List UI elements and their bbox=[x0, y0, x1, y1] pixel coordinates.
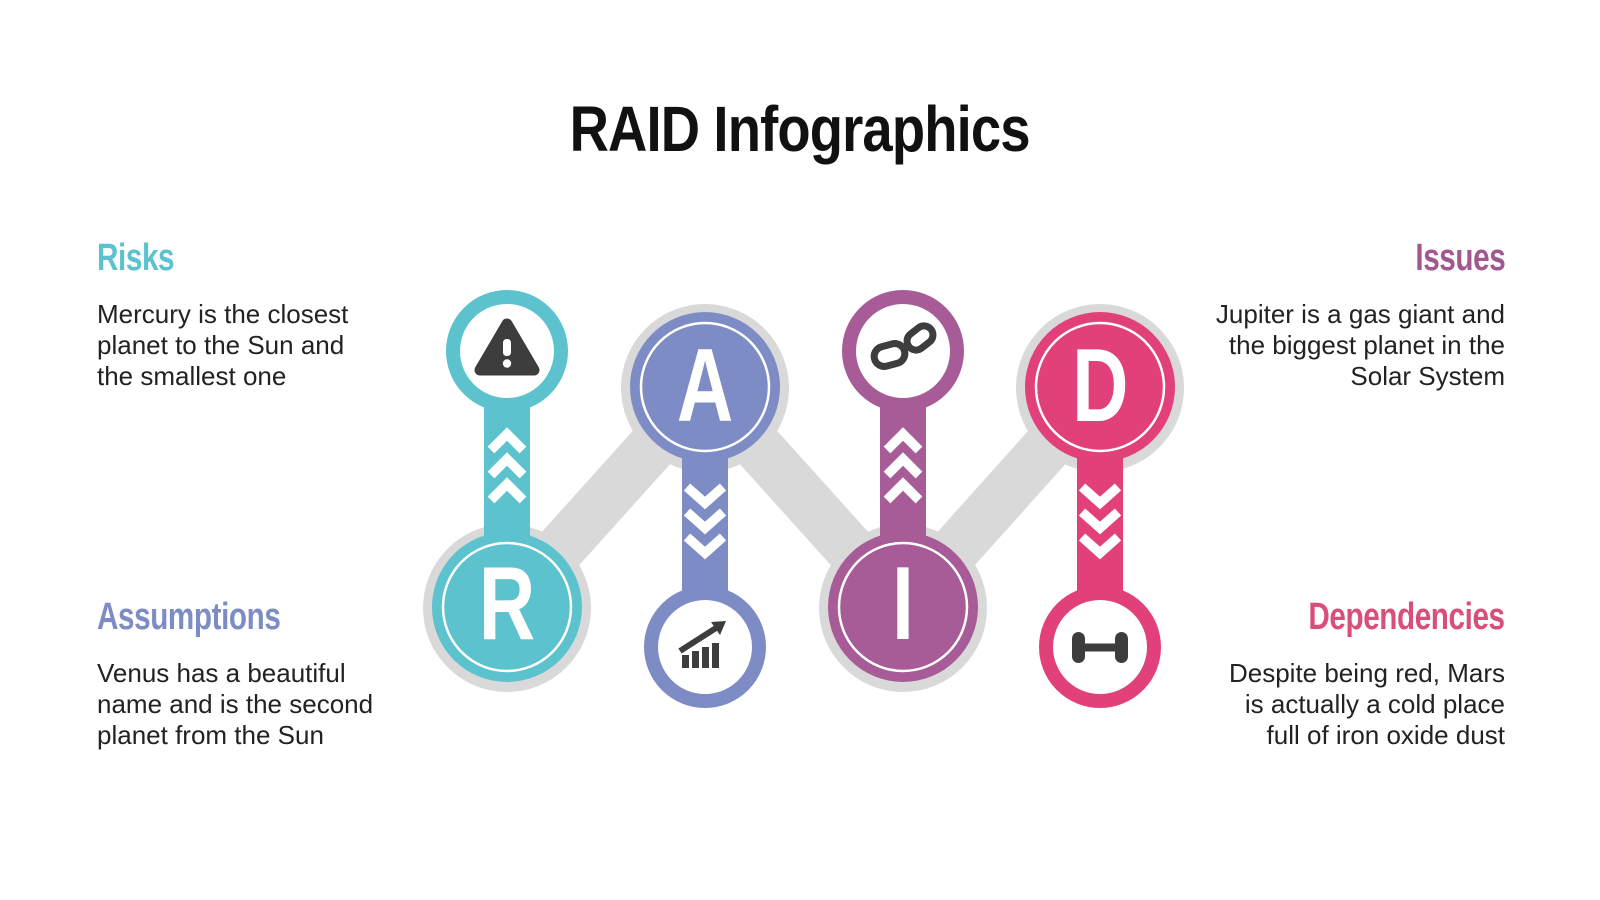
chevron bbox=[883, 477, 923, 504]
inner-ring bbox=[1034, 321, 1166, 453]
chevron bbox=[1078, 533, 1122, 560]
chevron bbox=[487, 452, 527, 479]
chevrons-down-icon bbox=[683, 483, 727, 560]
raid-column-d: D bbox=[1025, 312, 1175, 708]
letter-d: D bbox=[1072, 328, 1128, 443]
letter-r: R bbox=[479, 546, 535, 661]
chevron bbox=[487, 427, 527, 454]
arrow-line bbox=[678, 625, 718, 654]
section-issues: Issues Jupiter is a gas giant and the bi… bbox=[1105, 237, 1505, 392]
chevron bbox=[883, 427, 923, 454]
bar bbox=[692, 651, 699, 668]
chevrons-up-icon bbox=[883, 427, 923, 504]
issues-heading: Issues bbox=[1415, 237, 1505, 279]
chevron bbox=[487, 477, 527, 504]
section-assumptions: Assumptions Venus has a beautiful name a… bbox=[97, 596, 497, 751]
risks-line: Mercury is the closest bbox=[97, 299, 349, 329]
letter-circle bbox=[828, 532, 978, 682]
raid-column-r: R bbox=[432, 290, 582, 682]
dumbbell-weight-left bbox=[1072, 632, 1085, 663]
assumptions-line: Venus has a beautiful bbox=[97, 658, 346, 688]
letter-circle bbox=[630, 312, 780, 462]
dumbbell-icon bbox=[1072, 632, 1128, 663]
page-title-text: RAID Infographics bbox=[569, 93, 1031, 165]
chevron bbox=[683, 508, 727, 535]
dependencies-line: is actually a cold place bbox=[1244, 689, 1505, 719]
letter-a: A bbox=[677, 328, 733, 443]
dumbbell-bar bbox=[1079, 643, 1121, 652]
letter-circle bbox=[1025, 312, 1175, 462]
chevron bbox=[683, 533, 727, 560]
assumptions-line: planet from the Sun bbox=[97, 720, 324, 750]
growth-chart-icon bbox=[678, 621, 726, 668]
warning-triangle-icon bbox=[474, 318, 540, 376]
issues-body: Jupiter is a gas giant and the biggest p… bbox=[1105, 299, 1505, 392]
bar bbox=[682, 655, 689, 668]
letter-i: I bbox=[892, 546, 914, 661]
assumptions-line: name and is the second bbox=[97, 689, 374, 719]
raid-column-a: A bbox=[630, 312, 780, 708]
risks-heading: Risks bbox=[97, 237, 175, 279]
inner-ring bbox=[837, 541, 969, 673]
chevrons-up-icon bbox=[487, 427, 527, 504]
chain-link-right bbox=[903, 322, 937, 354]
risks-body: Mercury is the closest planet to the Sun… bbox=[97, 299, 497, 392]
bar bbox=[702, 647, 709, 668]
chevron bbox=[883, 452, 923, 479]
chevron bbox=[683, 483, 727, 510]
letter-circle bbox=[432, 532, 582, 682]
section-dependencies: Dependencies Despite being red, Mars is … bbox=[1105, 596, 1505, 751]
chain-link-left bbox=[870, 340, 909, 370]
assumptions-heading: Assumptions bbox=[97, 596, 281, 638]
dependencies-line: full of iron oxide dust bbox=[1266, 720, 1505, 750]
risks-line: planet to the Sun and bbox=[97, 330, 345, 360]
raid-column-i: I bbox=[828, 290, 978, 682]
assumptions-body: Venus has a beautiful name and is the se… bbox=[97, 658, 497, 751]
chevrons-down-icon bbox=[1078, 483, 1122, 560]
exclamation-dot bbox=[502, 359, 512, 368]
exclamation-bar bbox=[503, 339, 511, 356]
risks-line: the smallest one bbox=[97, 361, 287, 391]
chain-link-icon bbox=[870, 322, 937, 370]
issues-line: Jupiter is a gas giant and bbox=[1215, 299, 1505, 329]
page-title: RAID Infographics bbox=[0, 92, 1600, 166]
inner-ring bbox=[441, 541, 573, 673]
arrow-head bbox=[711, 621, 726, 635]
section-risks: Risks Mercury is the closest planet to t… bbox=[97, 237, 497, 392]
dependencies-heading: Dependencies bbox=[1308, 596, 1506, 638]
dependencies-body: Despite being red, Mars is actually a co… bbox=[1105, 658, 1505, 751]
issues-line: Solar System bbox=[1350, 361, 1505, 391]
inner-ring bbox=[639, 321, 771, 453]
connector-path bbox=[482, 363, 1125, 633]
issues-line: the biggest planet in the bbox=[1228, 330, 1505, 360]
chevron bbox=[1078, 508, 1122, 535]
dumbbell-weight-right bbox=[1115, 632, 1128, 663]
chevron bbox=[1078, 483, 1122, 510]
dependencies-line: Despite being red, Mars bbox=[1228, 658, 1505, 688]
bar bbox=[712, 643, 719, 668]
